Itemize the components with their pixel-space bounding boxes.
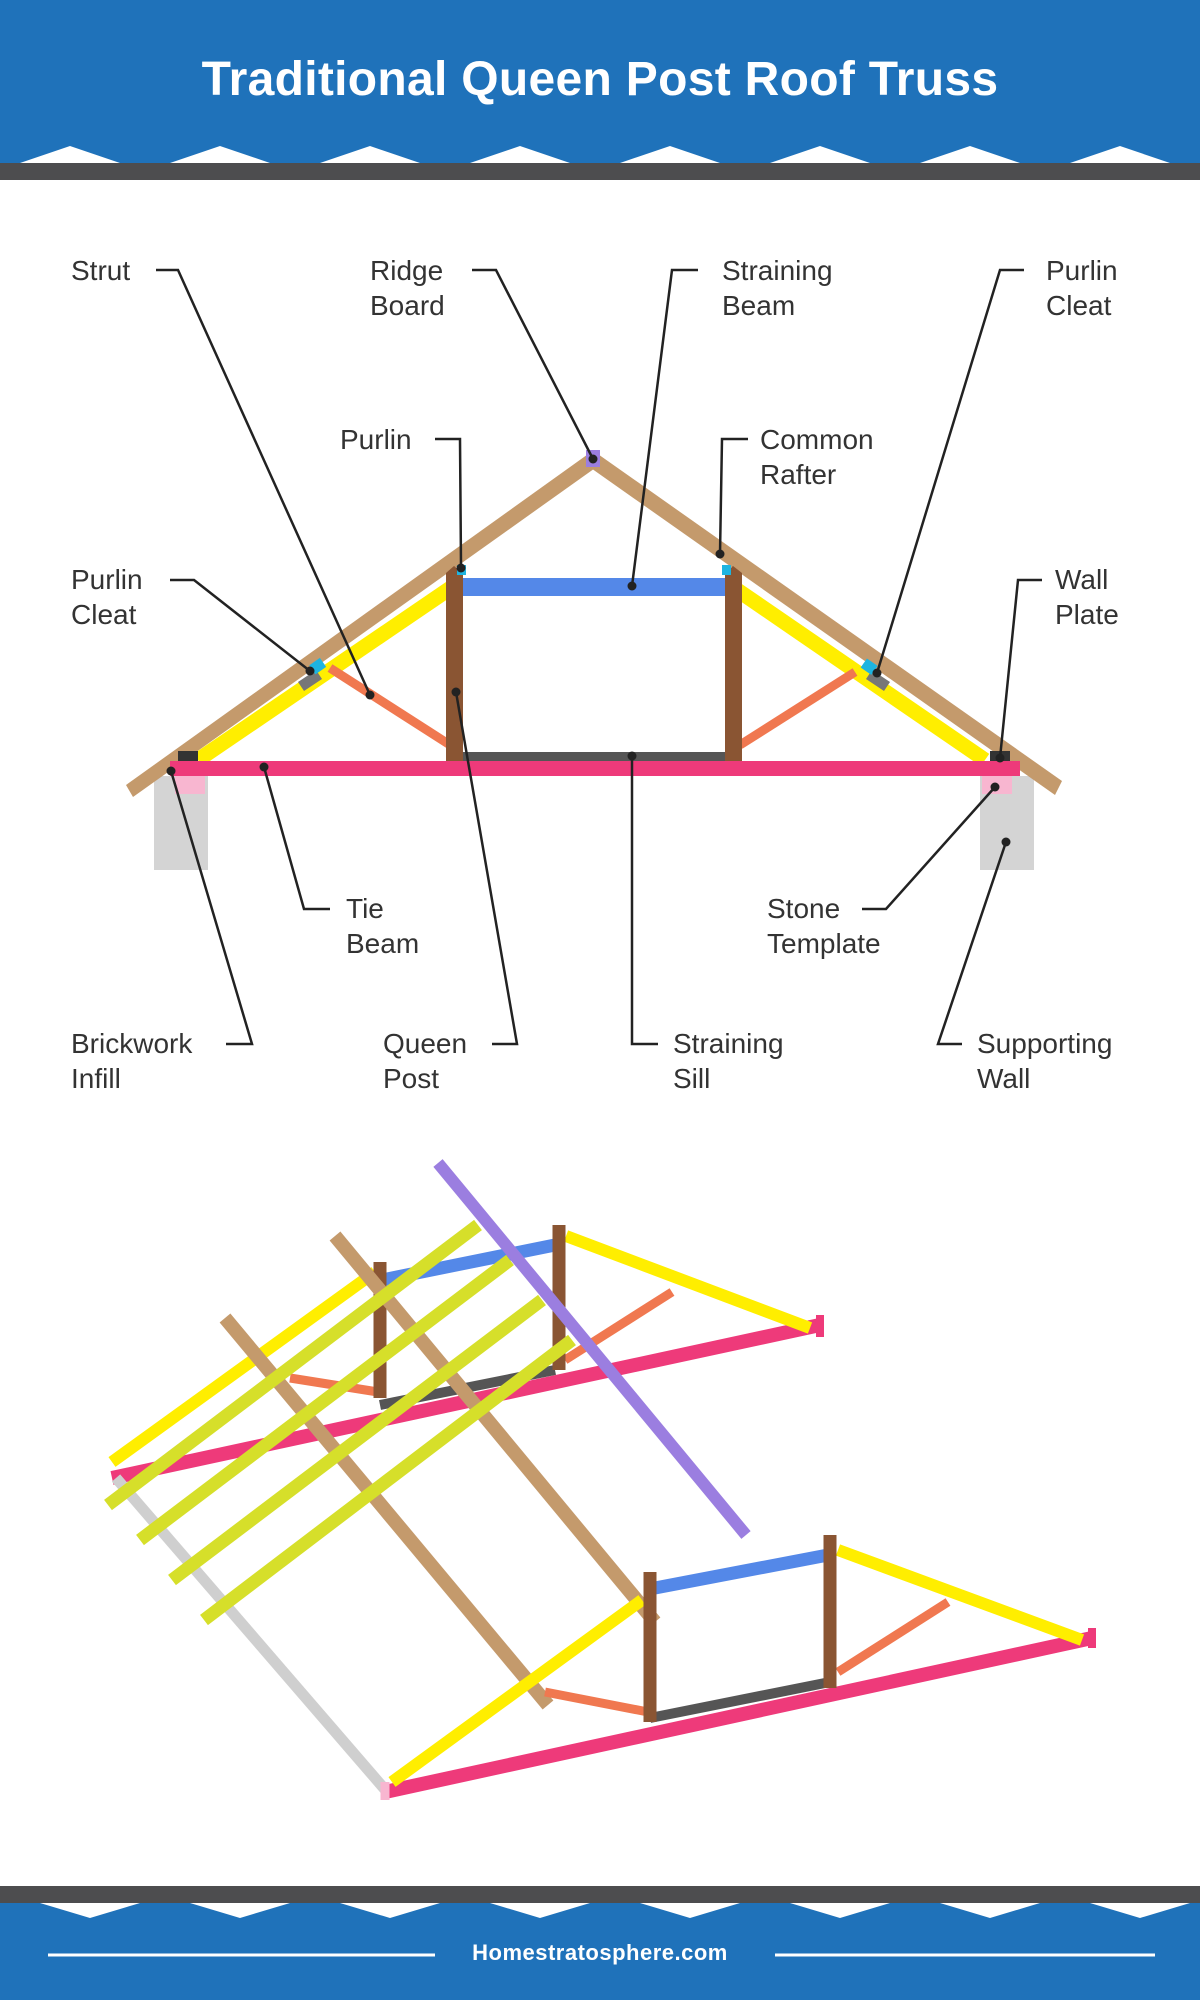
iso-purlin-4 xyxy=(200,1334,576,1626)
footer-site-name: Homestratosphere.com xyxy=(472,1940,728,1965)
label-purlin: Purlin xyxy=(340,424,412,455)
iso-far-principal-right xyxy=(563,1230,813,1334)
iso-near-principal-right xyxy=(835,1544,1085,1646)
strut-right xyxy=(737,668,858,749)
iso-near-strut-right xyxy=(835,1598,951,1676)
label-straining-beam: Straining Beam xyxy=(722,255,833,321)
purlin-cleat-left xyxy=(298,670,322,691)
leader-lines xyxy=(156,268,1042,1046)
truss-isometric xyxy=(104,1159,1096,1800)
queen-post-left xyxy=(446,573,463,761)
label-wall-plate: Wall Plate xyxy=(1055,564,1119,630)
truss-elevation xyxy=(126,450,1062,870)
iso-far-principal-left xyxy=(108,1267,379,1467)
iso-far-strut-right xyxy=(562,1288,675,1364)
page-title: Traditional Queen Post Roof Truss xyxy=(201,53,999,106)
label-common-rafter: Common Rafter xyxy=(760,424,874,490)
label-stone-template: Stone Template xyxy=(767,893,881,959)
common-rafter-left xyxy=(126,452,598,797)
label-tie-beam: Tie Beam xyxy=(346,893,420,959)
iso-near-strut-left xyxy=(544,1687,649,1717)
footer-zigzag xyxy=(0,1886,1200,1957)
strut-left xyxy=(327,664,453,749)
purlin-cleat-right xyxy=(866,670,890,691)
leader-dots xyxy=(166,454,1011,847)
queen-post-right xyxy=(725,573,742,761)
label-ridge-board: Ridge Board xyxy=(370,255,445,321)
label-purlin-cleat-right: Purlin Cleat xyxy=(1046,255,1118,321)
header-banner xyxy=(0,0,1200,180)
label-strut: Strut xyxy=(71,255,131,286)
iso-near-tie-beam xyxy=(383,1631,1094,1799)
stone-template-left xyxy=(175,776,205,794)
iso-near-straining-sill xyxy=(649,1677,831,1723)
iso-ridge-board xyxy=(433,1159,751,1539)
straining-sill xyxy=(463,752,725,761)
wall-plate-left xyxy=(178,751,198,761)
label-queen-post: Queen Post xyxy=(383,1028,468,1094)
principal-rafter-left xyxy=(193,578,460,767)
common-rafter-right xyxy=(588,452,1062,795)
label-brickwork-infill: Brickwork Infill xyxy=(71,1028,193,1094)
label-purlin-cleat-left: Purlin Cleat xyxy=(71,564,143,630)
iso-purlin-2 xyxy=(136,1254,514,1546)
tie-beam xyxy=(170,761,1020,776)
iso-purlin-1 xyxy=(104,1219,482,1511)
header-zigzag xyxy=(0,146,1200,180)
straining-beam xyxy=(463,578,725,596)
label-straining-sill: Straining Sill xyxy=(673,1028,784,1094)
purlin-right xyxy=(722,565,731,575)
label-supporting-wall: Supporting Wall xyxy=(977,1028,1113,1094)
iso-near-straining-beam xyxy=(653,1548,830,1595)
principal-rafter-right xyxy=(725,578,990,767)
iso-far-strut-left xyxy=(289,1373,379,1397)
iso-near-principal-left xyxy=(388,1595,646,1787)
iso-purlin-3 xyxy=(168,1294,546,1586)
